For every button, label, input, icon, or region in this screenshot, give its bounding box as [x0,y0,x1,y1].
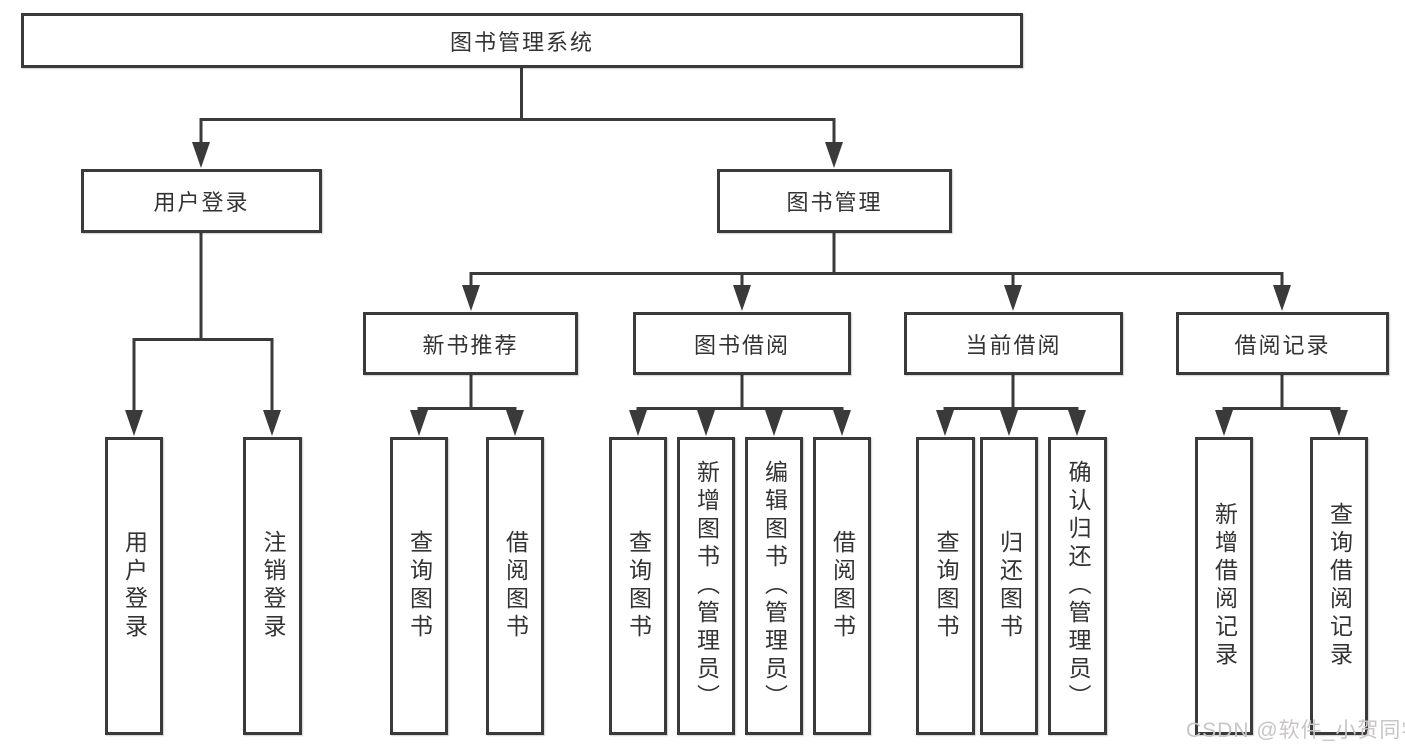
node-book-mgmt: 图书管理 [717,169,952,233]
leaf-logout: 注销登录 [243,437,302,735]
node-borrow-record-label: 借阅记录 [1234,332,1331,358]
node-borrow-record: 借阅记录 [1176,312,1389,375]
arrow-user-login [192,142,210,168]
leaf-edit-book-label: 编辑图书（管理员） [761,460,788,712]
arrow-leaf-confirm-return [1068,410,1086,436]
leaf-add-record-label: 新增借阅记录 [1211,502,1238,670]
arrow-borrow-record [1273,285,1291,311]
arrow-leaf-edit-book [765,410,783,436]
leaf-query-book-1-label: 查询图书 [406,530,433,642]
node-root-label: 图书管理系统 [449,29,594,55]
leaf-confirm-return: 确认归还（管理员） [1048,437,1107,735]
arrow-leaf-query-book-3 [936,410,954,436]
leaf-query-book-2: 查询图书 [609,437,667,735]
arrow-leaf-logout [263,410,281,436]
leaf-borrow-book-2-label: 借阅图书 [829,530,856,642]
leaf-logout-label: 注销登录 [260,530,286,642]
arrow-leaf-query-book-1 [410,410,428,436]
leaf-query-book-1: 查询图书 [390,437,448,735]
node-current-borrow-label: 当前借阅 [965,332,1062,358]
leaf-user-login: 用户登录 [105,437,163,735]
leaf-borrow-book-1-label: 借阅图书 [502,530,529,642]
leaf-query-book-3: 查询图书 [916,437,975,735]
leaf-return-book-label: 归还图书 [996,530,1023,642]
leaf-borrow-book-2: 借阅图书 [813,437,871,735]
node-book-mgmt-label: 图书管理 [786,190,883,215]
leaf-add-book: 新增图书（管理员） [677,437,735,735]
leaf-query-record-label: 查询借阅记录 [1326,502,1353,670]
node-current-borrow: 当前借阅 [904,312,1123,375]
node-new-book: 新书推荐 [363,312,578,375]
leaf-add-record: 新增借阅记录 [1195,437,1253,735]
node-user-login: 用户登录 [81,169,322,233]
leaf-query-book-3-label: 查询图书 [933,530,959,642]
arrow-leaf-user-login [125,410,143,436]
arrow-leaf-query-book-2 [629,410,647,436]
node-user-login-label: 用户登录 [153,190,250,215]
leaf-edit-book: 编辑图书（管理员） [745,437,803,735]
arrow-leaf-add-book [697,410,715,436]
arrow-new-book [462,285,480,311]
arrow-leaf-return-book [1000,410,1018,436]
arrow-leaf-borrow-book-1 [506,410,524,436]
arrow-leaf-borrow-book-2 [833,410,851,436]
arrow-leaf-add-record [1215,410,1233,436]
arrow-leaf-query-record [1330,410,1348,436]
leaf-user-login-label: 用户登录 [121,530,148,642]
arrow-book-mgmt [825,142,843,168]
arrow-current-borrow [1004,285,1022,311]
leaf-query-book-2-label: 查询图书 [625,530,652,642]
node-new-book-label: 新书推荐 [422,332,519,358]
node-book-borrow: 图书借阅 [633,312,851,375]
leaf-return-book: 归还图书 [980,437,1038,735]
arrow-book-borrow [733,285,751,311]
node-root: 图书管理系统 [21,13,1023,68]
leaf-add-book-label: 新增图书（管理员） [693,460,720,712]
leaf-borrow-book-1: 借阅图书 [486,437,544,735]
arrowheads [125,142,1348,436]
leaf-query-record: 查询借阅记录 [1310,437,1368,735]
leaf-confirm-return-label: 确认归还（管理员） [1065,460,1091,712]
node-book-borrow-label: 图书借阅 [693,332,790,358]
